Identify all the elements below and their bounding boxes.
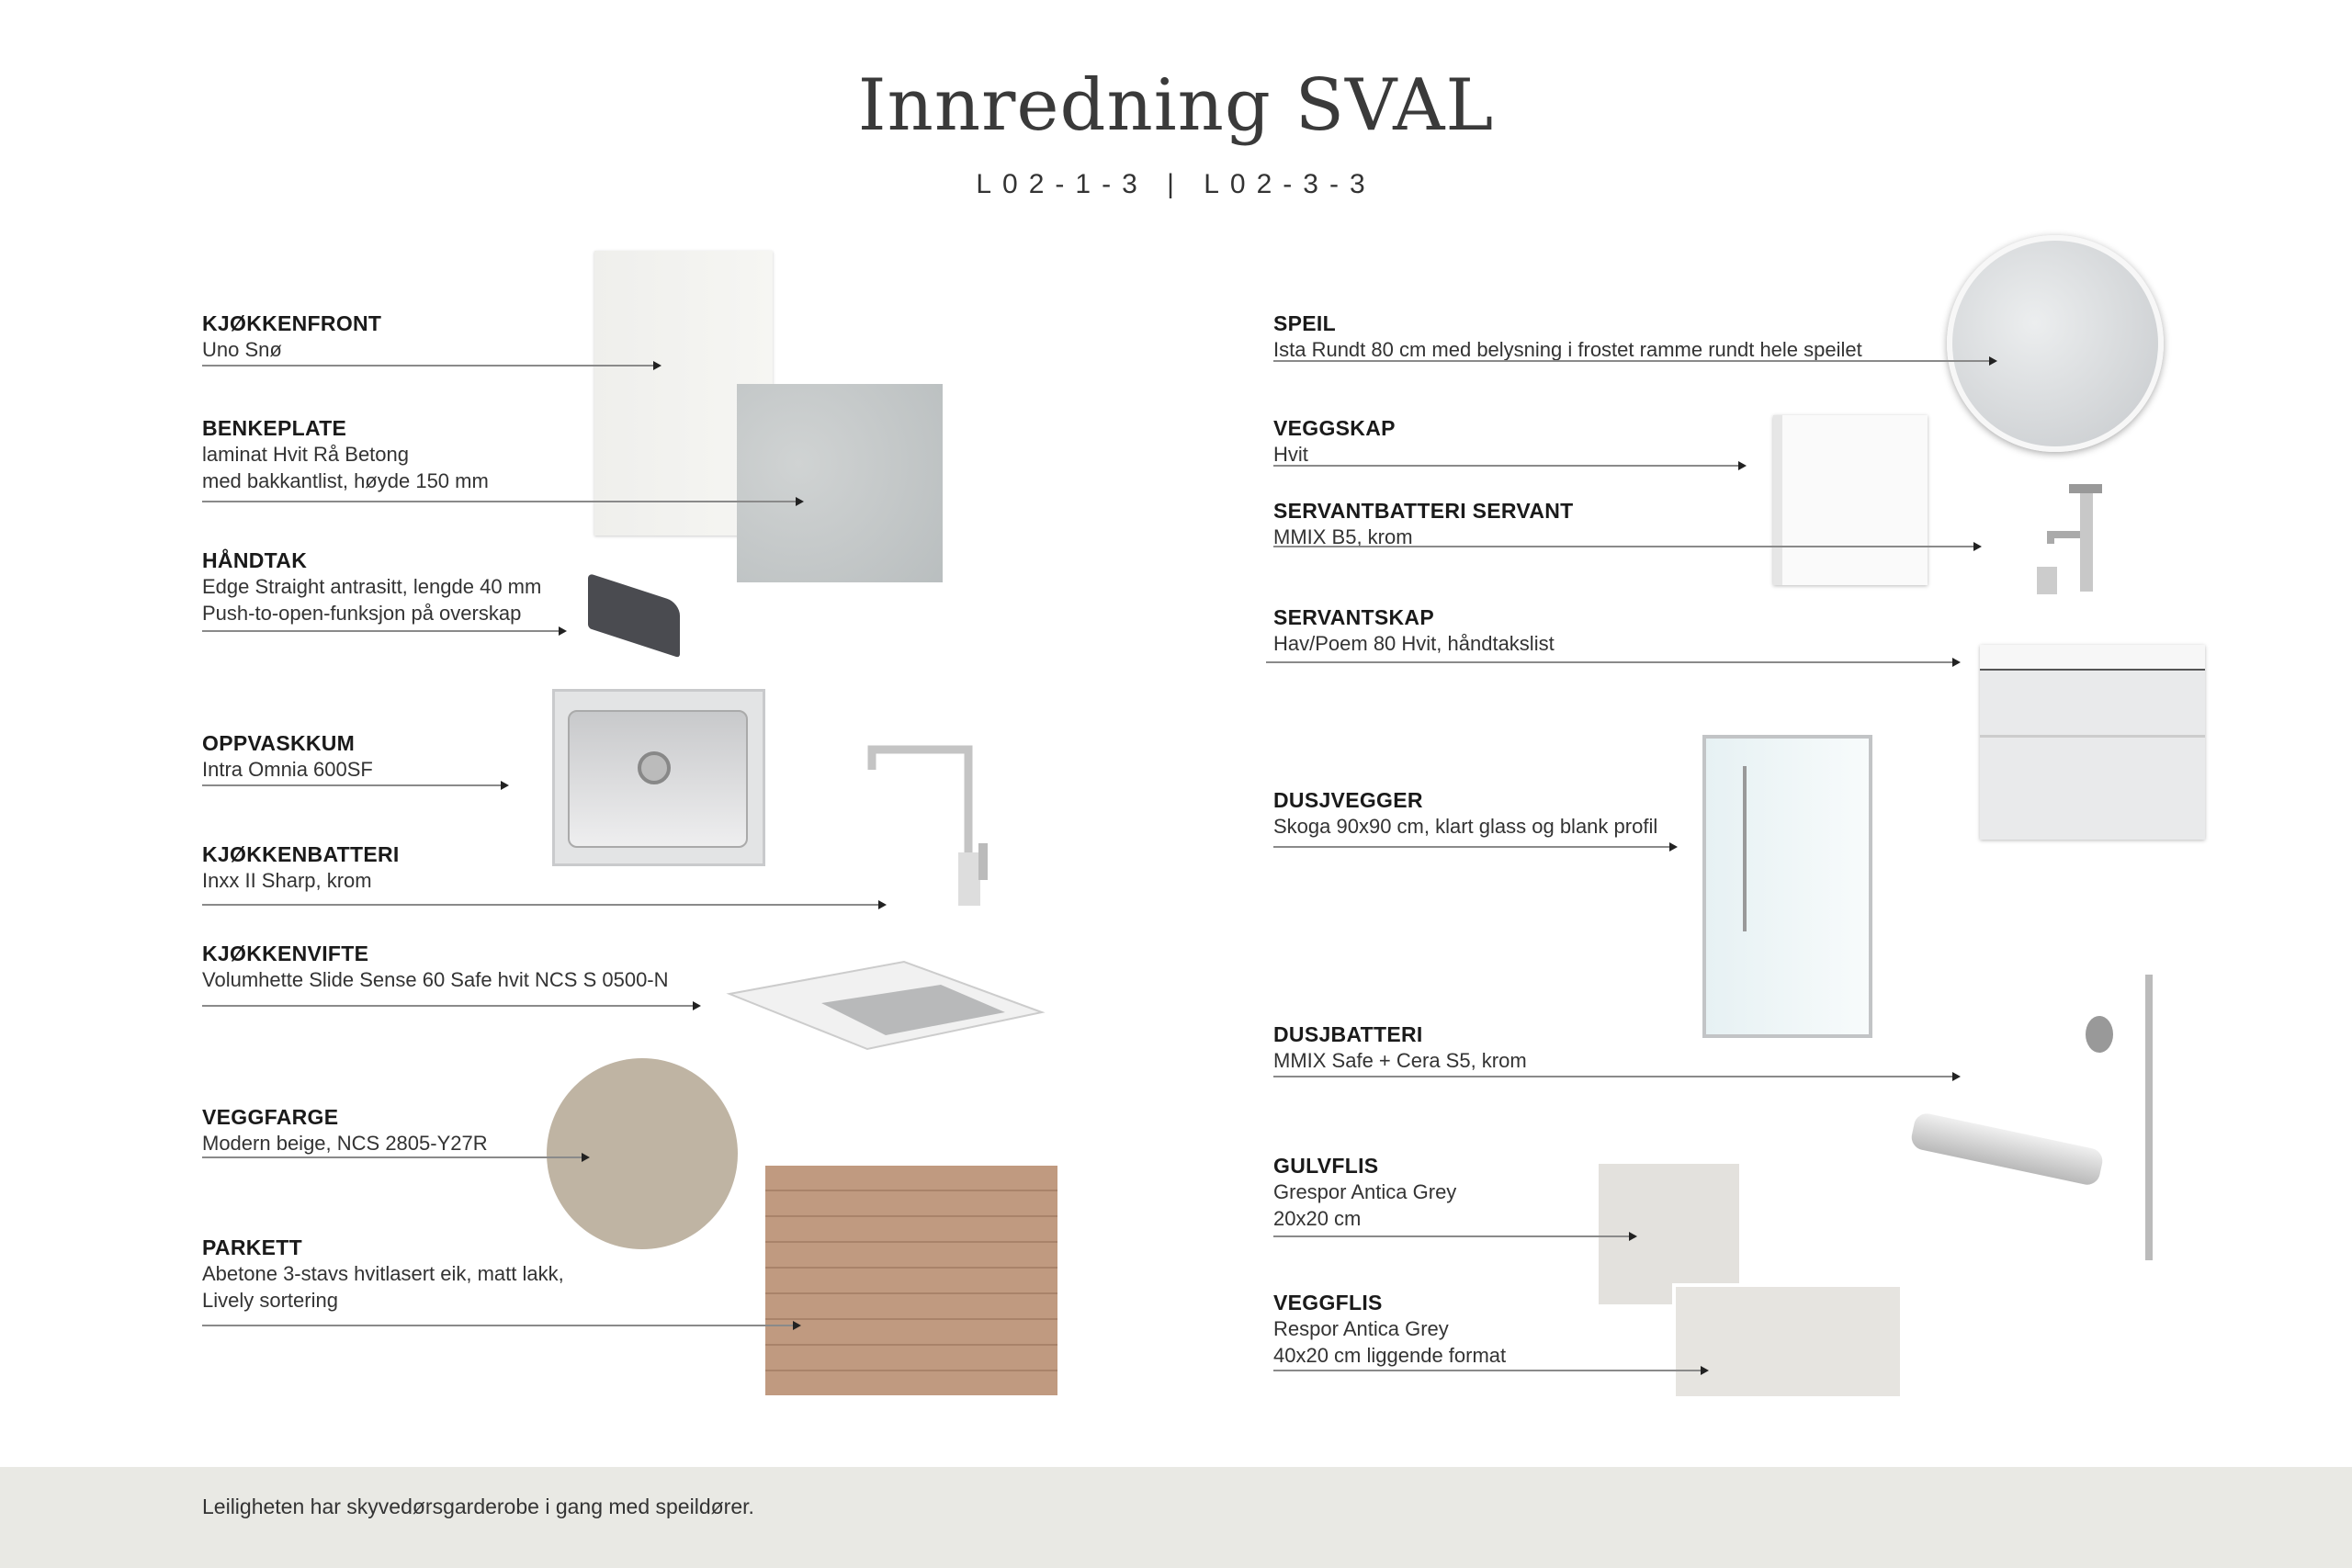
spec-heading: BENKEPLATE: [202, 416, 347, 440]
pointer-arrow: [202, 361, 662, 370]
spec-item: BENKEPLATE laminat Hvit Rå Betong med bakk…: [202, 415, 489, 494]
spec-item: OPPVASKKUM Intra Omnia 600SF: [202, 730, 373, 783]
spec-heading: KJØKKENBATTERI: [202, 842, 400, 866]
spec-item: SPEIL Ista Rundt 80 cm med belysning i fr…: [1273, 310, 1862, 363]
spec-description: Grespor Antica Grey: [1273, 1180, 1457, 1203]
spec-description: laminat Hvit Rå Betong: [202, 443, 409, 466]
spec-description: Lively sortering: [202, 1289, 338, 1312]
spec-heading: GULVFLIS: [1273, 1154, 1379, 1178]
unit-numbers: L02-1-3 | L02-3-3: [976, 169, 1376, 199]
spec-description: MMIX Safe + Cera S5, krom: [1273, 1049, 1527, 1072]
spec-heading: DUSJBATTERI: [1273, 1022, 1423, 1046]
spec-item: KJØKKENVIFTE Volumhette Slide Sense 60 Sa…: [202, 941, 669, 993]
spec-item: KJØKKENBATTERI Inxx II Sharp, krom: [202, 841, 400, 894]
spec-item: DUSJVEGGER Skoga 90x90 cm, klart glass og…: [1273, 787, 1657, 840]
pointer-arrow: [202, 1153, 590, 1162]
spec-heading: KJØKKENVIFTE: [202, 942, 369, 965]
spec-heading: SERVANTSKAP: [1273, 605, 1434, 629]
pointer-arrow: [202, 1001, 701, 1010]
spec-description: Hav/Poem 80 Hvit, håndtakslist: [1273, 632, 1555, 655]
spec-heading: DUSJVEGGER: [1273, 788, 1423, 812]
concrete-sample: [737, 384, 943, 582]
spec-heading: KJØKKENFRONT: [202, 311, 382, 335]
spec-description: 20x20 cm: [1273, 1207, 1362, 1230]
spec-description: Modern beige, NCS 2805-Y27R: [202, 1132, 488, 1155]
pointer-arrow: [202, 781, 509, 790]
handle-image: [588, 572, 680, 659]
vanity-image: [1980, 645, 2205, 840]
pointer-arrow: [1273, 542, 1982, 551]
spec-item: VEGGFLIS Respor Antica Grey 40x20 cm ligge…: [1273, 1290, 1506, 1369]
page-title: Innredning SVAL: [857, 64, 1495, 147]
spec-item: VEGGSKAP Hvit: [1273, 415, 1396, 468]
pointer-arrow: [202, 497, 804, 506]
spec-heading: OPPVASKKUM: [202, 731, 356, 755]
shower-set-image: [1909, 975, 2168, 1260]
spec-item: DUSJBATTERI MMIX Safe + Cera S5, krom: [1273, 1021, 1527, 1074]
spec-item: SERVANTSKAP Hav/Poem 80 Hvit, håndtakslis…: [1273, 604, 1555, 657]
pointer-arrow: [202, 626, 567, 636]
spec-item: KJØKKENFRONT Uno Snø: [202, 310, 381, 363]
spec-description: Inxx II Sharp, krom: [202, 869, 372, 892]
footer-note: Leiligheten har skyvedørsgarderobe i gan…: [202, 1495, 754, 1518]
spec-description: Uno Snø: [202, 338, 282, 361]
spec-description: MMIX B5, krom: [1273, 525, 1413, 548]
spec-description: med bakkantlist, høyde 150 mm: [202, 469, 489, 492]
parquet-sample: [765, 1166, 1057, 1395]
pointer-arrow: [1273, 461, 1747, 470]
hood-image: [726, 960, 1046, 1051]
spec-description: Edge Straight antrasitt, lengde 40 mm: [202, 575, 542, 598]
shower-image: [1702, 735, 1872, 1038]
spec-heading: PARKETT: [202, 1235, 303, 1259]
pointer-arrow: [1273, 1232, 1637, 1241]
kitchen-faucet-image: [867, 745, 988, 906]
spec-heading: SERVANTBATTERI SERVANT: [1273, 499, 1574, 523]
spec-item: VEGGFARGE Modern beige, NCS 2805-Y27R: [202, 1104, 488, 1156]
pointer-arrow: [1273, 1072, 1961, 1081]
spec-heading: VEGGFLIS: [1273, 1291, 1383, 1314]
spec-description: Skoga 90x90 cm, klart glass og blank pro…: [1273, 815, 1658, 838]
pointer-arrow: [1273, 842, 1678, 852]
spec-description: Abetone 3-stavs hvitlasert eik, matt lak…: [202, 1262, 564, 1285]
basin-faucet-image: [2037, 484, 2102, 594]
pointer-arrow: [202, 900, 887, 909]
spec-description: Intra Omnia 600SF: [202, 758, 373, 781]
spec-description: Volumhette Slide Sense 60 Safe hvit NCS …: [202, 968, 669, 991]
spec-description: Push-to-open-funksjon på overskap: [202, 602, 522, 625]
wall-tile-sample: [1672, 1283, 1900, 1396]
mirror-image: [1947, 235, 2164, 452]
sink-image: [552, 689, 765, 866]
pointer-arrow: [1266, 658, 1961, 667]
spec-heading: SPEIL: [1273, 311, 1336, 335]
floor-tile-sample: [1599, 1164, 1739, 1304]
spec-item: HÅNDTAK Edge Straight antrasitt, lengde 4…: [202, 547, 541, 626]
spec-description: Hvit: [1273, 443, 1308, 466]
spec-heading: VEGGFARGE: [202, 1105, 339, 1129]
spec-description: 40x20 cm liggende format: [1273, 1344, 1507, 1367]
wall-cabinet-image: [1773, 415, 1928, 585]
footer-band: Leiligheten har skyvedørsgarderobe i gan…: [0, 1467, 2352, 1568]
spec-description: Ista Rundt 80 cm med belysning i frostet…: [1273, 338, 1862, 361]
pointer-arrow: [1273, 1366, 1709, 1375]
spec-heading: HÅNDTAK: [202, 548, 308, 572]
pointer-arrow: [1273, 356, 1997, 366]
wall-color-swatch: [547, 1058, 738, 1249]
spec-item: PARKETT Abetone 3-stavs hvitlasert eik, m…: [202, 1235, 564, 1314]
pointer-arrow: [202, 1321, 801, 1330]
spec-heading: VEGGSKAP: [1273, 416, 1396, 440]
spec-description: Respor Antica Grey: [1273, 1317, 1449, 1340]
